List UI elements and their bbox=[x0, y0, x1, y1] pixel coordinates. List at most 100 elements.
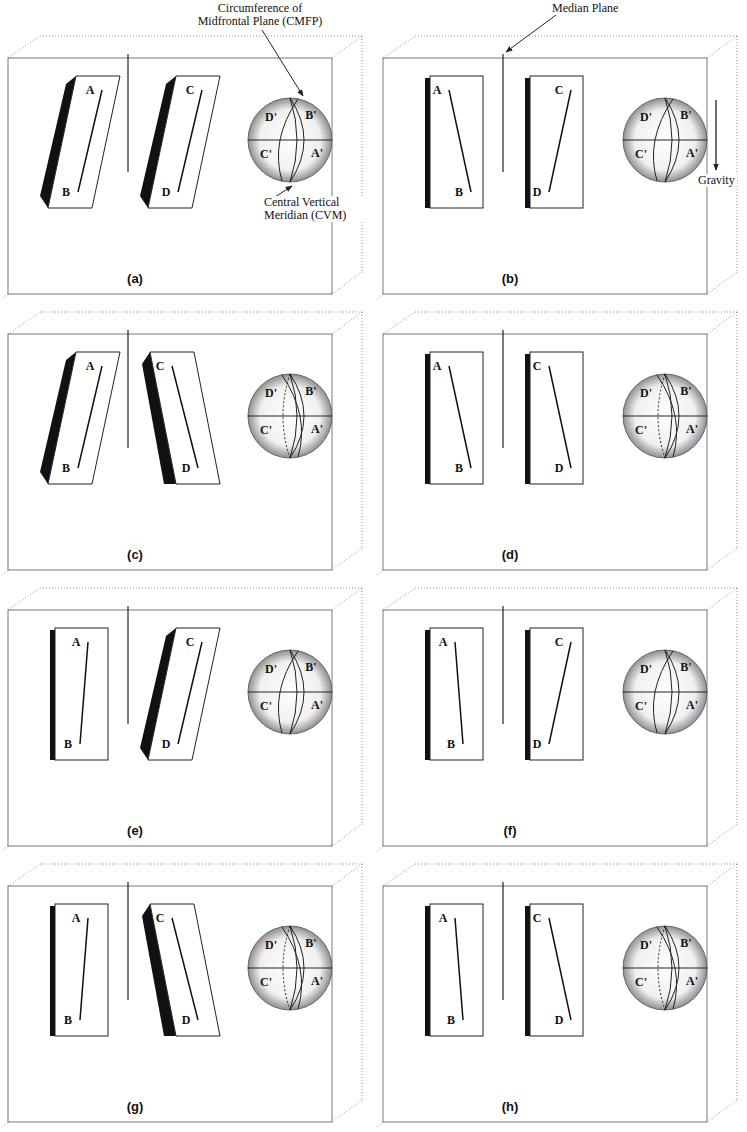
room-edge bbox=[1, 294, 8, 300]
room-edge bbox=[40, 588, 362, 589]
point-label: D bbox=[555, 462, 564, 474]
annotation-label: Median Plane bbox=[550, 2, 620, 15]
point-label: A' bbox=[311, 423, 323, 435]
room-edge bbox=[362, 312, 363, 548]
plane-line bbox=[178, 642, 202, 744]
plane-side bbox=[525, 78, 530, 208]
projection-sphere: D'B'A'C' bbox=[242, 368, 338, 464]
point-label: B' bbox=[680, 661, 691, 673]
room-edge bbox=[362, 864, 363, 1100]
plane-face bbox=[148, 628, 220, 760]
median-leader bbox=[506, 15, 556, 52]
projection-sphere: D' B' A' C' bbox=[242, 92, 338, 188]
point-label: A bbox=[72, 636, 81, 648]
plane-face bbox=[150, 352, 220, 484]
point-label: D' bbox=[265, 111, 277, 123]
projection-sphere: D'B'A'C' bbox=[617, 644, 713, 740]
upright-plane: CD bbox=[525, 348, 585, 488]
back-meridian bbox=[658, 926, 665, 1010]
upright-plane: AB bbox=[425, 348, 485, 488]
point-label: C bbox=[186, 84, 195, 96]
room-edge bbox=[40, 312, 362, 313]
projection-sphere: D'B'A'C' bbox=[242, 920, 338, 1016]
sphere-shape bbox=[242, 368, 338, 464]
plane-face bbox=[530, 628, 583, 760]
point-label: B bbox=[62, 186, 70, 198]
point-label: A bbox=[86, 360, 95, 372]
point-label: A bbox=[439, 912, 448, 924]
projection-ab bbox=[290, 926, 304, 1010]
room-panel: (e)ABCDD'B'A'C' bbox=[0, 574, 365, 854]
median-plane-line bbox=[127, 882, 128, 1000]
point-label: A bbox=[86, 84, 95, 96]
panel-label: (b) bbox=[502, 272, 519, 285]
plane-shape bbox=[425, 624, 485, 764]
upright-plane: CD bbox=[525, 900, 585, 1040]
panel-label: (h) bbox=[502, 1100, 519, 1113]
median-plane-line bbox=[502, 54, 503, 172]
plane-shape bbox=[425, 900, 485, 1040]
room-edge bbox=[40, 36, 362, 37]
point-label: D bbox=[533, 186, 542, 198]
point-label: A' bbox=[311, 147, 323, 159]
room-edge bbox=[415, 864, 737, 865]
tilted-plane: AB bbox=[40, 348, 120, 488]
room-edge bbox=[415, 36, 737, 37]
sphere-outline bbox=[248, 98, 332, 182]
upright-plane: AB bbox=[425, 624, 485, 764]
projection-ab bbox=[665, 650, 679, 734]
room-edge bbox=[383, 588, 415, 610]
point-label: B' bbox=[305, 937, 316, 949]
plane-side bbox=[525, 630, 530, 760]
back-meridian bbox=[658, 374, 665, 458]
point-label: C' bbox=[260, 700, 272, 712]
sphere-outline bbox=[623, 650, 707, 734]
point-label: C' bbox=[260, 424, 272, 436]
room-edge bbox=[737, 36, 738, 272]
point-label: A' bbox=[311, 699, 323, 711]
point-label: C' bbox=[260, 148, 272, 160]
projection-ab bbox=[290, 374, 304, 458]
point-label: C' bbox=[260, 976, 272, 988]
room-edge bbox=[332, 36, 362, 58]
annotation-label: Central Vertical Meridian (CVM) bbox=[262, 196, 366, 222]
room-edge bbox=[707, 548, 737, 570]
point-label: B bbox=[455, 462, 463, 474]
sphere-equator bbox=[248, 416, 332, 417]
annotation-label: Gravity bbox=[696, 174, 737, 187]
plane-face bbox=[530, 904, 583, 1036]
upright-plane: AB bbox=[425, 72, 485, 212]
plane-line bbox=[549, 918, 571, 1020]
point-label: A bbox=[72, 912, 81, 924]
room-wall bbox=[8, 334, 332, 570]
median-plane-line bbox=[127, 606, 128, 724]
room-wall bbox=[8, 886, 332, 1122]
point-label: B' bbox=[305, 661, 316, 673]
room-edge bbox=[332, 864, 362, 886]
sphere-equator bbox=[623, 416, 707, 417]
tilted-plane: AB bbox=[40, 72, 120, 212]
plane-line bbox=[449, 366, 471, 468]
point-label: D bbox=[182, 1014, 191, 1026]
point-label: D' bbox=[265, 387, 277, 399]
projection-sphere: D'B'A'C' bbox=[617, 920, 713, 1016]
plane-side bbox=[425, 78, 430, 208]
room-edge bbox=[362, 588, 363, 824]
point-label: B' bbox=[680, 937, 691, 949]
point-label: B' bbox=[680, 385, 691, 397]
tilted-plane: CD bbox=[140, 900, 220, 1040]
panel-label: (c) bbox=[127, 548, 143, 561]
central-vertical-meridian bbox=[290, 374, 297, 458]
projection-cd bbox=[282, 927, 302, 1009]
panel-label: (e) bbox=[127, 824, 143, 837]
plane-face bbox=[148, 76, 220, 208]
point-label: B' bbox=[305, 109, 316, 121]
point-label: C bbox=[555, 84, 564, 96]
plane-face bbox=[430, 76, 483, 208]
plane-line bbox=[455, 642, 463, 744]
room-panel: (f)ABCDD'B'A'C' bbox=[375, 574, 740, 854]
plane-line bbox=[80, 918, 88, 1020]
point-label: C bbox=[555, 636, 564, 648]
sphere-outline bbox=[248, 650, 332, 734]
